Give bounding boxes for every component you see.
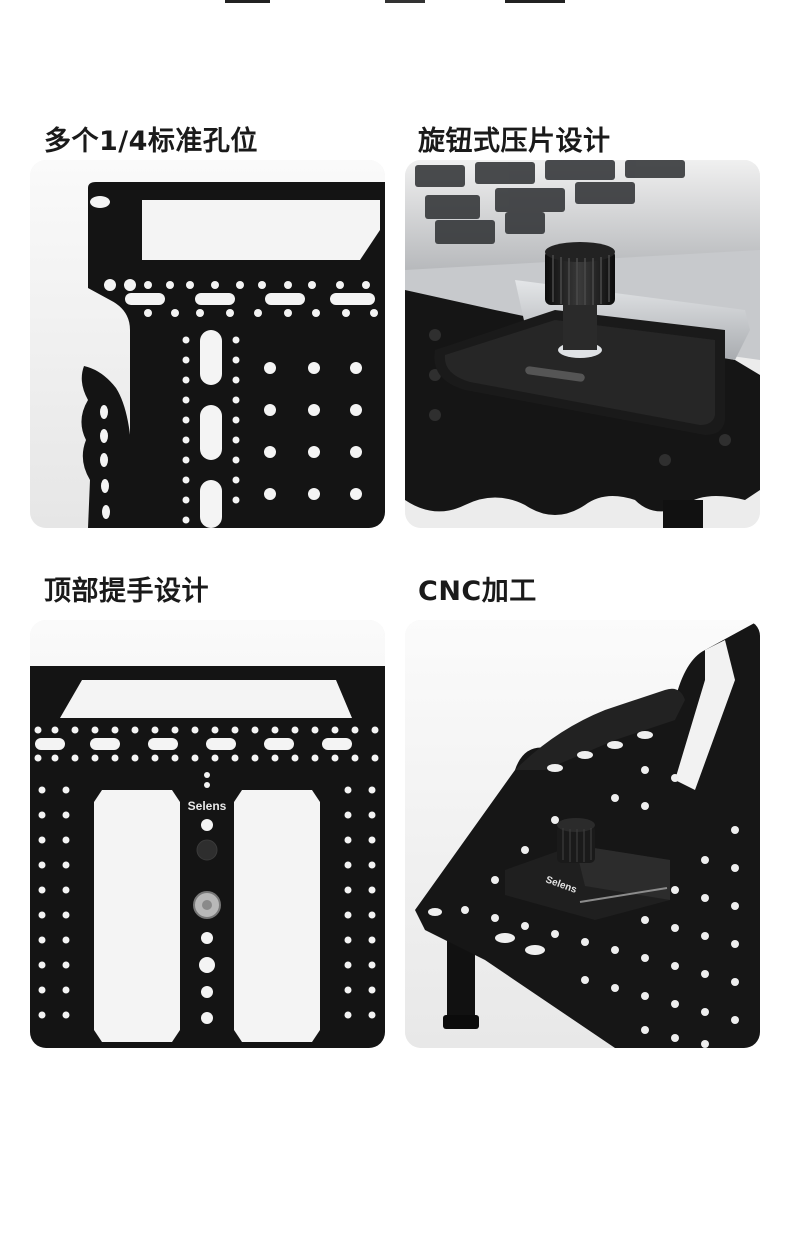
feature-title-1: 多个1/4标准孔位	[44, 126, 258, 157]
top-photo-edge	[0, 0, 790, 6]
feature-title-4: CNC加工	[418, 576, 537, 607]
cnc-plate-stand-photo: Selens	[405, 620, 760, 1048]
feature-title-3: 顶部提手设计	[44, 576, 209, 607]
plate-corner-holes-photo	[30, 160, 385, 528]
knob-clamp-laptop-photo	[405, 160, 760, 528]
top-handle-plate-photo: Selens	[30, 620, 385, 1048]
brand-logo: Selens	[188, 799, 227, 813]
feature-title-2: 旋钮式压片设计	[418, 126, 611, 157]
